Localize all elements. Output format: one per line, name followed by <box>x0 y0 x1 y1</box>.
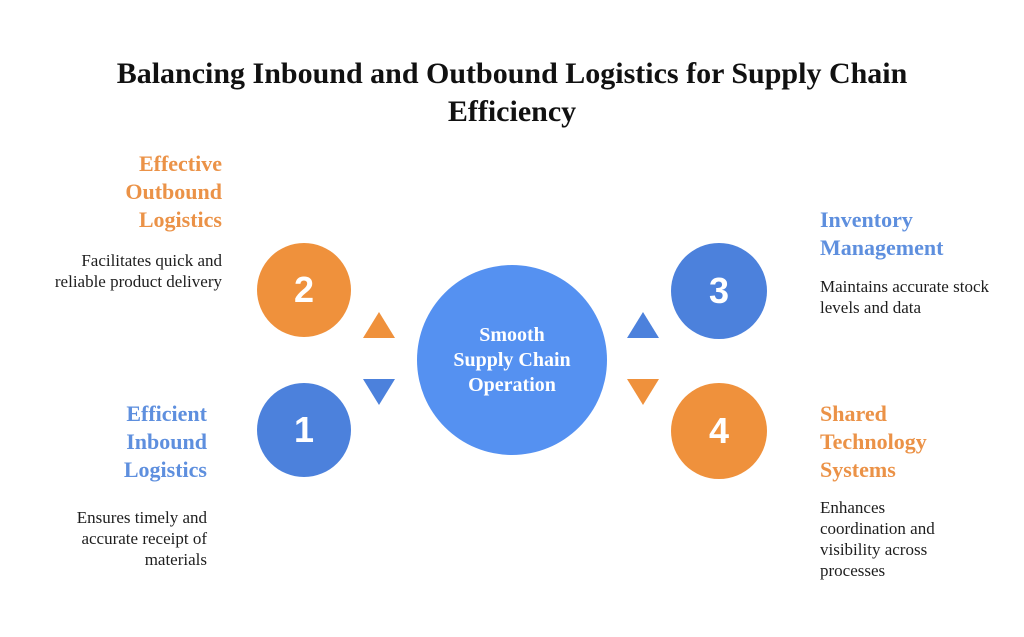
item-1-description: Ensures timely and accurate receipt of m… <box>76 508 207 569</box>
item-4-number: 4 <box>708 410 730 451</box>
item-2-circle: 2 <box>257 243 351 337</box>
down-arrow-orange-icon <box>627 379 659 405</box>
item-3-circle: 3 <box>671 243 767 339</box>
center-label: Smooth Supply Chain Operation <box>453 323 571 396</box>
item-2-title: Effective Outbound Logistics <box>125 151 222 232</box>
center-circle: Smooth Supply Chain Operation <box>417 265 607 455</box>
item-1-circle: 1 <box>257 383 351 477</box>
item-2-description: Facilitates quick and reliable product d… <box>54 251 222 291</box>
up-arrow-orange-icon <box>363 312 395 338</box>
item-4-title: Shared Technology Systems <box>820 401 927 482</box>
item-3-title: Inventory Management <box>820 207 944 260</box>
item-2-number: 2 <box>293 269 315 310</box>
item-4-circle: 4 <box>671 383 767 479</box>
item-1-number: 1 <box>293 409 315 450</box>
item-3-description: Maintains accurate stock levels and data <box>820 277 989 317</box>
item-4-description: Enhances coordination and visibility acr… <box>820 498 935 580</box>
item-3-number: 3 <box>708 270 730 311</box>
up-arrow-blue-icon <box>627 312 659 338</box>
down-arrow-blue-icon <box>363 379 395 405</box>
page-title: Balancing Inbound and Outbound Logistics… <box>116 57 908 128</box>
item-1-title: Efficient Inbound Logistics <box>123 401 207 482</box>
